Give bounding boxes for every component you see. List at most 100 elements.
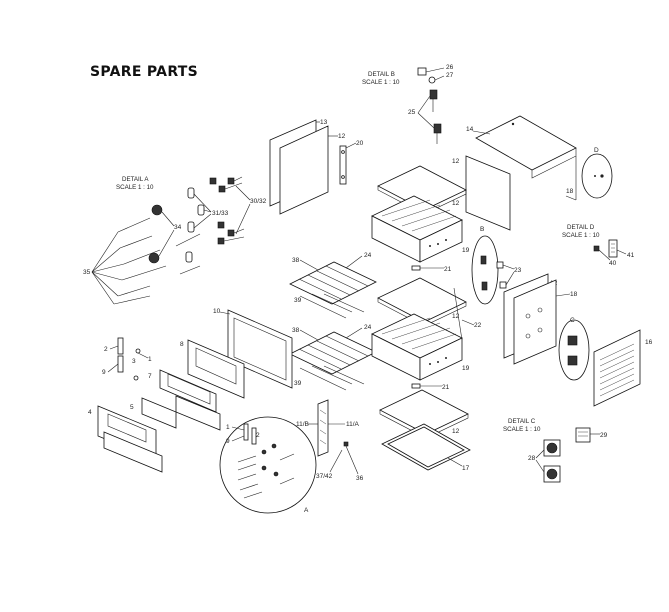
rack-lower: 38 24 39 bbox=[289, 324, 377, 391]
part-32-switch-5 bbox=[227, 229, 235, 237]
callout-16: 16 bbox=[645, 339, 653, 346]
detail-b-title: DETAIL B bbox=[368, 71, 395, 78]
chamber-side-face bbox=[419, 219, 463, 263]
part-41-terminal-block bbox=[608, 239, 618, 258]
part-12-door-panel bbox=[279, 125, 329, 215]
callout-35: 35 bbox=[83, 269, 91, 276]
callout-37-42: 37/42 bbox=[316, 473, 333, 480]
part-34-knob-upper bbox=[151, 204, 163, 216]
lower-chamber-side-face bbox=[419, 337, 463, 381]
callout-11-b: 11/B bbox=[296, 421, 309, 428]
callout-1-detail: 1 bbox=[226, 424, 230, 431]
callout-34: 34 bbox=[174, 224, 182, 231]
callout-4: 4 bbox=[88, 409, 92, 416]
callout-27: 27 bbox=[446, 72, 454, 79]
detail-c-ellipse: C bbox=[558, 317, 590, 381]
upper-chamber-assembly: 12 19 21 bbox=[371, 165, 470, 273]
part-1-hinge-upper bbox=[117, 337, 124, 355]
callout-12-upper-stone: 12 bbox=[452, 200, 460, 207]
callout-41: 41 bbox=[627, 252, 635, 259]
detail-d-header: DETAIL D SCALE 1 : 10 41 40 bbox=[562, 224, 635, 267]
detail-d-title: DETAIL D bbox=[567, 224, 595, 231]
front-door-assembly: 10 8 7 6 5 4 2 1 3 9 bbox=[88, 308, 293, 473]
callout-28: 28 bbox=[528, 455, 536, 462]
detail-b-header: DETAIL B SCALE 1 : 10 bbox=[362, 71, 400, 86]
part-27-washer bbox=[428, 76, 436, 84]
base-assembly: 12 17 bbox=[379, 389, 471, 472]
callout-9-detail: 9 bbox=[226, 438, 230, 445]
callout-26: 26 bbox=[446, 64, 454, 71]
callout-5: 5 bbox=[130, 404, 134, 411]
callout-13: 13 bbox=[320, 119, 328, 126]
part-40-fuse bbox=[593, 245, 600, 252]
callout-36: 36 bbox=[356, 475, 364, 482]
callout-12-middle-stone: 12 bbox=[452, 313, 460, 320]
callout-7: 7 bbox=[148, 373, 152, 380]
part-8-control-panel-upper bbox=[187, 339, 245, 399]
callout-24-lower: 24 bbox=[364, 324, 372, 331]
callout-22: 22 bbox=[474, 322, 482, 329]
part-20-handle bbox=[339, 145, 347, 185]
callout-1-left: 1 bbox=[148, 356, 152, 363]
detail-a-small-parts: 34 31/33 30/32 bbox=[83, 176, 267, 305]
part-32-switch-6 bbox=[217, 237, 225, 245]
part-6-lower-strip bbox=[175, 395, 221, 431]
detail-a-title: DETAIL A bbox=[122, 176, 149, 183]
detail-d-label: D bbox=[594, 147, 599, 154]
part-25-knob-lower bbox=[433, 123, 442, 134]
part-31-sleeve-2 bbox=[197, 204, 205, 216]
rear-panels: 12 18 bbox=[503, 273, 578, 365]
detail-a-scale: SCALE 1 : 10 bbox=[116, 184, 154, 191]
detail-c-header: DETAIL C SCALE 1 : 10 bbox=[503, 418, 541, 433]
callout-24-upper: 24 bbox=[364, 252, 372, 259]
detail-c-label: C bbox=[570, 317, 575, 324]
part-33-sleeve-4 bbox=[185, 251, 193, 263]
part-33-sleeve-3 bbox=[187, 221, 195, 233]
detail-c-scale: SCALE 1 : 10 bbox=[503, 426, 541, 433]
callout-23: 23 bbox=[514, 267, 522, 274]
callout-8: 8 bbox=[180, 341, 184, 348]
part-25-knob-upper bbox=[429, 89, 438, 100]
part-21-bracket-upper bbox=[411, 265, 421, 271]
part-30-switch-2 bbox=[218, 185, 226, 193]
part-38-grill-lower bbox=[289, 331, 377, 375]
detail-b-parts: 26 27 25 bbox=[408, 64, 454, 144]
callout-25: 25 bbox=[408, 109, 416, 116]
top-cover-assembly: 14 12 18 bbox=[452, 115, 577, 231]
callout-2-detail: 2 bbox=[256, 432, 260, 439]
callout-12-bottom-stone: 12 bbox=[452, 428, 460, 435]
rack-upper: 38 24 39 bbox=[289, 252, 377, 319]
lower-chamber-assembly: 12 19 21 22 bbox=[371, 277, 482, 391]
part-30-switch-3 bbox=[227, 177, 235, 185]
part-31-sleeve-1 bbox=[187, 187, 195, 199]
part-36-screw bbox=[343, 441, 349, 447]
callout-39-lower: 39 bbox=[294, 380, 302, 387]
detail-a-circle: A 1 2 9 bbox=[219, 416, 317, 514]
callout-9-left: 9 bbox=[102, 369, 106, 376]
part-10-door-frame bbox=[227, 309, 293, 389]
callout-11-a: 11/A bbox=[346, 421, 360, 428]
part-11-bracket bbox=[317, 399, 329, 457]
part-32-switch-4 bbox=[217, 221, 225, 229]
part-21-bracket-lower bbox=[411, 383, 421, 389]
detail-c-title: DETAIL C bbox=[508, 418, 536, 425]
part-30-switch-1 bbox=[209, 177, 217, 185]
part-9-washer bbox=[133, 375, 139, 381]
callout-40: 40 bbox=[609, 260, 617, 267]
callout-30-32: 30/32 bbox=[250, 198, 267, 205]
part-34-knob-lower bbox=[148, 252, 160, 264]
door-glass-assembly: 13 12 20 bbox=[269, 119, 364, 215]
callout-10: 10 bbox=[213, 308, 221, 315]
callout-38-lower: 38 bbox=[292, 327, 300, 334]
part-28-fan-lower bbox=[543, 465, 561, 483]
callout-21-lower: 21 bbox=[442, 384, 450, 391]
callout-3: 3 bbox=[132, 358, 136, 365]
callout-31-33: 31/33 bbox=[212, 210, 229, 217]
side-bracket-parts: 11/B 11/A 36 37/42 bbox=[296, 399, 364, 482]
part-18-back-panel bbox=[513, 279, 557, 365]
callout-18-back: 18 bbox=[570, 291, 578, 298]
callout-17: 17 bbox=[462, 465, 470, 472]
callout-2-left: 2 bbox=[104, 346, 108, 353]
